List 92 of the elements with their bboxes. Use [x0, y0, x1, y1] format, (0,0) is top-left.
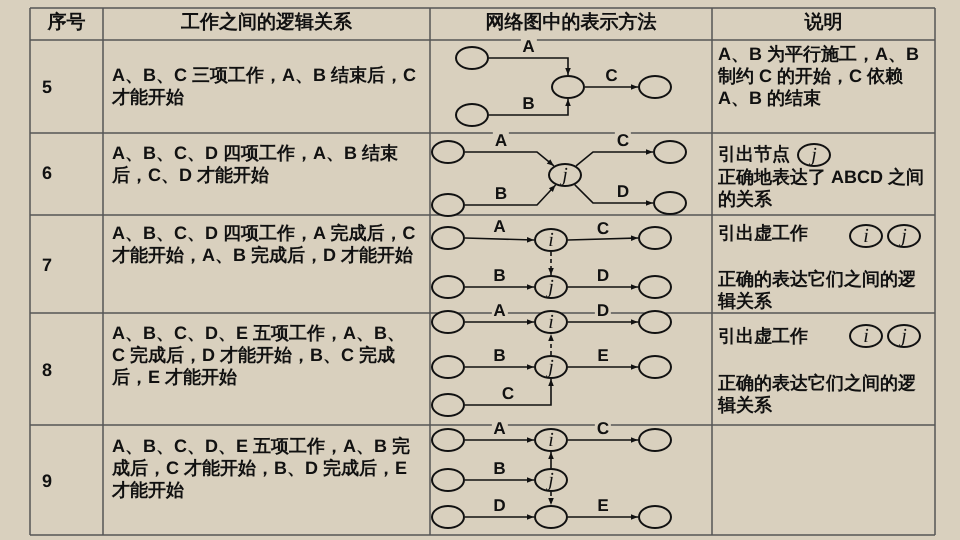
- edge-label: C: [594, 420, 612, 437]
- arrow: [465, 437, 534, 443]
- row-number: 7: [42, 254, 54, 276]
- edge-label: A: [491, 302, 508, 319]
- column-header: 工作之间的逻辑关系: [181, 12, 352, 34]
- event-circle: i: [849, 224, 883, 248]
- arrow: [489, 57, 571, 75]
- table-cell-text: 引出节点: [718, 143, 791, 165]
- event-circle: [638, 428, 672, 452]
- row-number: 6: [42, 162, 54, 184]
- event-circle: [455, 103, 489, 127]
- event-circle: [431, 428, 465, 452]
- event-circle: [431, 193, 465, 217]
- event-circle: j: [887, 224, 921, 248]
- event-circle: [431, 226, 465, 250]
- table-cell-text: 正确的表达它们之间的逻辑关系: [718, 372, 917, 416]
- event-circle: [653, 191, 687, 215]
- edge-label: A: [520, 38, 537, 55]
- dummy-arrow: [548, 252, 554, 275]
- arrow: [465, 514, 534, 520]
- table-cell-text: A、B、C、D 四项工作，A、B 结束后，C、D 才能开始: [112, 142, 399, 186]
- event-circle: [638, 505, 672, 529]
- arrow: [568, 364, 638, 370]
- edge-label: C: [614, 132, 632, 149]
- event-circle: [431, 505, 465, 529]
- table-cell-text: A、B、C、D、E 五项工作，A、B 完成后，C 才能开始，B、D 完成后，E 才能开始: [112, 435, 412, 501]
- edge-label: C: [594, 220, 612, 237]
- arrow: [568, 284, 638, 290]
- row-number: 9: [42, 470, 54, 492]
- edge-label: A: [492, 132, 510, 149]
- arrow: [574, 184, 653, 206]
- event-circle: [638, 355, 672, 379]
- row-number: 5: [42, 76, 54, 98]
- edge-label: D: [594, 302, 612, 319]
- event-circle: [431, 468, 465, 492]
- arrow: [464, 237, 534, 243]
- event-circle: j: [548, 163, 582, 187]
- dummy-arrow: [548, 334, 554, 355]
- event-circle: [638, 75, 672, 99]
- edge-label: A: [491, 420, 508, 437]
- table-cell-text: 正确的表达它们之间的逻辑关系: [718, 268, 917, 312]
- arrow: [465, 184, 556, 206]
- event-circle: [431, 275, 465, 299]
- event-circle: [431, 355, 465, 379]
- arrow: [489, 99, 571, 116]
- event-circle: i: [534, 228, 568, 252]
- arrow: [548, 452, 554, 468]
- dummy-arrow: [548, 492, 554, 505]
- event-circle: [638, 310, 672, 334]
- event-circle: i: [534, 428, 568, 452]
- event-circle: [455, 46, 489, 70]
- event-circle: [638, 226, 672, 250]
- event-circle: [431, 310, 465, 334]
- event-circle: [431, 393, 465, 417]
- arrow: [568, 235, 638, 241]
- arrow: [465, 364, 534, 370]
- table-cell-text: A、B、C、D、E 五项工作，A、B、C 完成后，D 才能开始，B、C 完成后，E 才能开始: [112, 322, 406, 388]
- event-circle: i: [534, 310, 568, 334]
- event-circle: j: [534, 275, 568, 299]
- table-cell-text: A、B 为平行施工，A、B 制约 C 的开始，C 依赖 A、B 的结束: [718, 43, 920, 109]
- event-circle: [534, 505, 568, 529]
- arrow: [576, 149, 653, 167]
- table-cell-text: 引出虚工作: [718, 222, 809, 244]
- column-header: 序号: [48, 12, 86, 34]
- event-circle: [653, 140, 687, 164]
- edge-label: C: [603, 67, 620, 84]
- table-cell-text: A、B、C、D 四项工作，A 完成后，C 才能开始，A、B 完成后，D 才能开始: [112, 222, 416, 266]
- arrow: [465, 284, 534, 290]
- event-circle: j: [797, 143, 831, 167]
- event-circle: [431, 140, 465, 164]
- table-cell-text: 引出虚工作: [718, 325, 809, 347]
- arrow: [465, 319, 534, 325]
- column-header: 说明: [804, 12, 842, 34]
- row-number: 8: [42, 359, 54, 381]
- event-circle: [638, 275, 672, 299]
- arrow: [568, 319, 638, 325]
- arrow: [465, 151, 554, 167]
- column-header: 网络图中的表示方法: [486, 12, 656, 34]
- arrow: [465, 379, 554, 406]
- table-cell-text: 正确地表达了 ABCD 之间的关系: [718, 166, 925, 210]
- event-circle: j: [534, 468, 568, 492]
- arrow: [585, 84, 638, 90]
- event-circle: [551, 75, 585, 99]
- arrow: [568, 514, 638, 520]
- arrow: [568, 437, 638, 443]
- edge-label: C: [500, 385, 516, 402]
- table-cell-text: A、B、C 三项工作，A、B 结束后，C 才能开始: [112, 64, 417, 108]
- event-circle: i: [849, 324, 883, 348]
- event-circle: j: [887, 324, 921, 348]
- edge-label: A: [491, 218, 508, 235]
- event-circle: j: [534, 355, 568, 379]
- arrow: [465, 477, 534, 483]
